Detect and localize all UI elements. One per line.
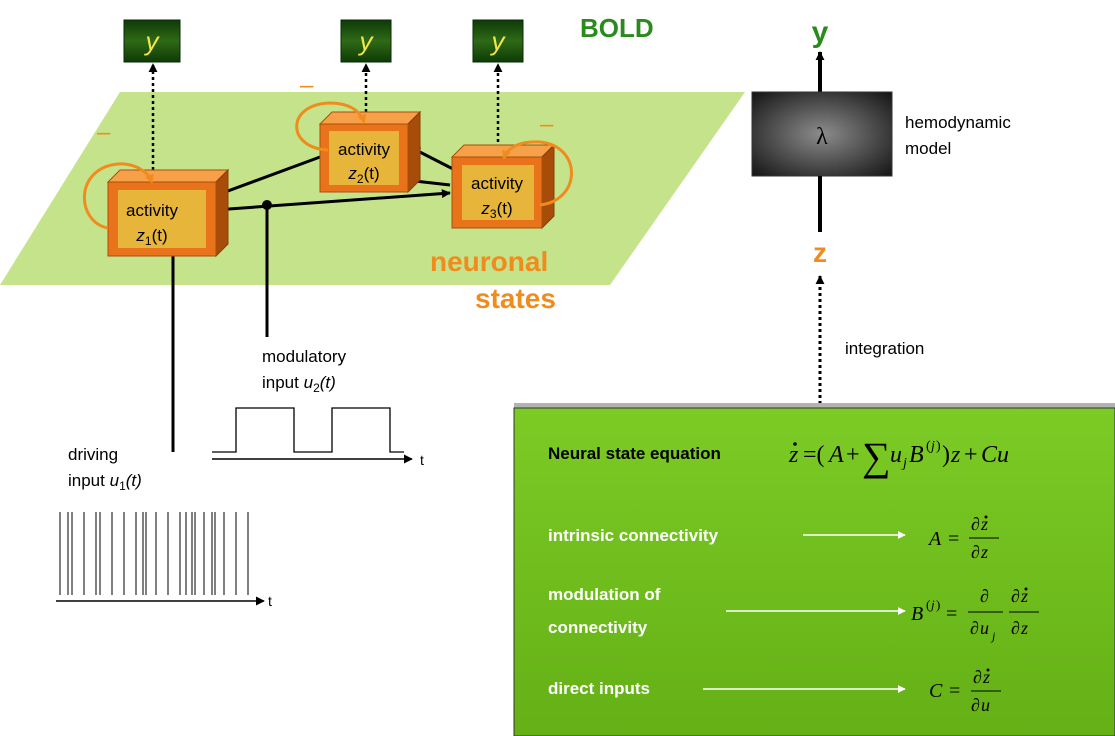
region-3: activity z3(t): [450, 143, 556, 230]
y-box-2: y: [340, 19, 392, 63]
svg-text:z: z: [950, 442, 961, 468]
modulation-of-connectivity-label: modulation of: [548, 585, 661, 604]
panel-shadow: [514, 403, 1115, 409]
connection-1-3: [214, 189, 451, 212]
svg-text:j: j: [990, 629, 996, 643]
svg-text:): ): [936, 597, 940, 612]
bold-label: BOLD: [580, 13, 654, 43]
svg-text:∂: ∂: [971, 514, 980, 534]
svg-text:(: (: [926, 597, 930, 612]
lambda-symbol: λ: [816, 124, 828, 150]
neural-state-equation-label: Neural state equation: [548, 444, 721, 463]
svg-text:=(: =(: [803, 442, 825, 468]
time-axis-label: t: [420, 452, 424, 468]
svg-text:z: z: [1020, 618, 1028, 638]
hemodynamic-label-2: model: [905, 139, 951, 158]
modulation-equation: B ( j ) = ∂ ∂ u j ∂ z ∂ z: [911, 586, 1039, 643]
svg-text:∂: ∂: [971, 542, 980, 562]
modulation-of-connectivity-label-2: connectivity: [548, 618, 648, 637]
driving-input-signal: [59, 512, 249, 595]
svg-text:B: B: [909, 442, 924, 468]
svg-text:Cu: Cu: [981, 442, 1009, 468]
svg-text:∂: ∂: [973, 667, 982, 687]
svg-text:j: j: [929, 597, 935, 612]
svg-text:j: j: [929, 439, 935, 454]
svg-text:C: C: [929, 680, 943, 702]
svg-text:): ): [942, 442, 950, 468]
equations-panel: [513, 407, 1115, 736]
svg-text:u: u: [980, 618, 989, 638]
svg-text:u: u: [981, 695, 990, 715]
svg-text:z: z: [1020, 586, 1028, 606]
y-box-label: y: [490, 26, 507, 56]
svg-text:z: z: [980, 542, 988, 562]
svg-text:+: +: [964, 442, 978, 468]
activity-label: activity: [126, 201, 178, 220]
minus-sign: –: [540, 111, 554, 138]
self-connection-1: [83, 162, 154, 230]
y-box-label: y: [358, 26, 375, 56]
svg-text:∂: ∂: [1011, 618, 1020, 638]
activity-label: activity: [471, 174, 523, 193]
svg-text:z: z: [982, 667, 990, 687]
self-connection-2: [295, 101, 366, 152]
y-output-label: y: [812, 16, 829, 49]
svg-text:∂: ∂: [1011, 586, 1020, 606]
hemodynamic-label: hemodynamic: [905, 113, 1011, 132]
y-box-label: y: [144, 26, 161, 56]
minus-sign: –: [300, 72, 314, 99]
y-box-3: y: [472, 19, 524, 63]
svg-text:B: B: [911, 603, 923, 625]
svg-text:=: =: [946, 603, 957, 625]
svg-text:∂: ∂: [970, 618, 979, 638]
direct-inputs-label: direct inputs: [548, 679, 650, 698]
self-connection-3: [502, 140, 573, 207]
region-1: activity z1(t): [106, 168, 230, 258]
z-state-label: z: [813, 237, 827, 268]
svg-text:=: =: [949, 680, 960, 702]
neuronal-states-label: neuronal: [430, 246, 548, 277]
region-1-state: z1(t): [135, 226, 167, 248]
svg-text:): ): [936, 439, 941, 454]
region-2: activity z2(t): [318, 110, 422, 194]
intrinsic-connectivity-label: intrinsic connectivity: [548, 526, 719, 545]
activity-label: activity: [338, 140, 390, 159]
svg-text:A: A: [927, 528, 942, 550]
time-axis-label: t: [268, 593, 272, 609]
modulatory-input-var: input u2(t): [262, 373, 336, 395]
driving-input-label: driving: [68, 445, 118, 464]
svg-text:∂: ∂: [971, 695, 980, 715]
neural-state-equation: z =( A + ∑ u j B ( j ) ) z + Cu: [788, 434, 1009, 479]
neuronal-states-label-2: states: [475, 283, 556, 314]
minus-sign: –: [97, 119, 111, 146]
integration-label: integration: [845, 339, 924, 358]
svg-text:j: j: [901, 456, 907, 471]
svg-text:=: =: [948, 528, 959, 550]
svg-text:(: (: [926, 439, 931, 454]
direct-inputs-equation: C = ∂ z ∂ u: [929, 667, 1001, 715]
svg-text:∂: ∂: [980, 586, 989, 606]
svg-text:z: z: [980, 514, 988, 534]
svg-text:z: z: [788, 442, 799, 468]
hemodynamic-model-box: [751, 91, 893, 177]
svg-text:∑: ∑: [862, 434, 891, 479]
region-2-state: z2(t): [347, 164, 379, 186]
svg-text:+: +: [846, 442, 860, 468]
region-3-state: z3(t): [480, 199, 512, 221]
modulatory-input-label: modulatory: [262, 347, 347, 366]
svg-text:A: A: [827, 442, 844, 468]
driving-input-var: input u1(t): [68, 471, 142, 493]
svg-text:u: u: [890, 442, 902, 468]
y-box-1: y: [123, 19, 181, 63]
modulatory-input-signal: [212, 407, 413, 464]
intrinsic-connectivity-equation: A = ∂ z ∂ z: [927, 514, 999, 562]
connection-1-2: [216, 155, 321, 197]
